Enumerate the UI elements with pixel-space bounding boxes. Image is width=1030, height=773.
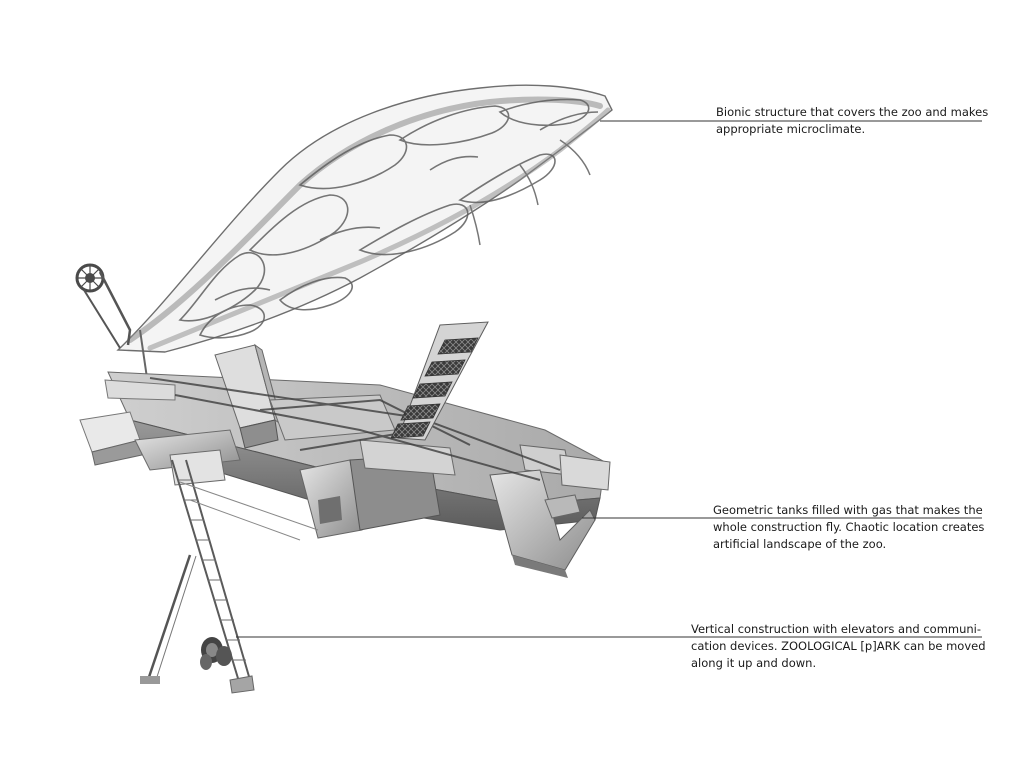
stepped-ramp	[390, 321, 489, 441]
annotation-vertical-construction: Vertical construction with elevators and…	[691, 622, 986, 670]
annotation-bionic-structure: Bionic structure that covers the zoo and…	[716, 105, 989, 136]
elevator-winch	[200, 637, 232, 670]
geometric-tanks-platform	[79, 343, 611, 578]
bionic-canopy	[116, 84, 613, 353]
vertical-tower	[140, 459, 319, 694]
leader-lines	[236, 120, 982, 638]
annotation-geometric-tanks: Geometric tanks filled with gas that mak…	[713, 503, 985, 551]
pulley-wheel	[75, 263, 132, 349]
support-rod	[139, 329, 148, 379]
